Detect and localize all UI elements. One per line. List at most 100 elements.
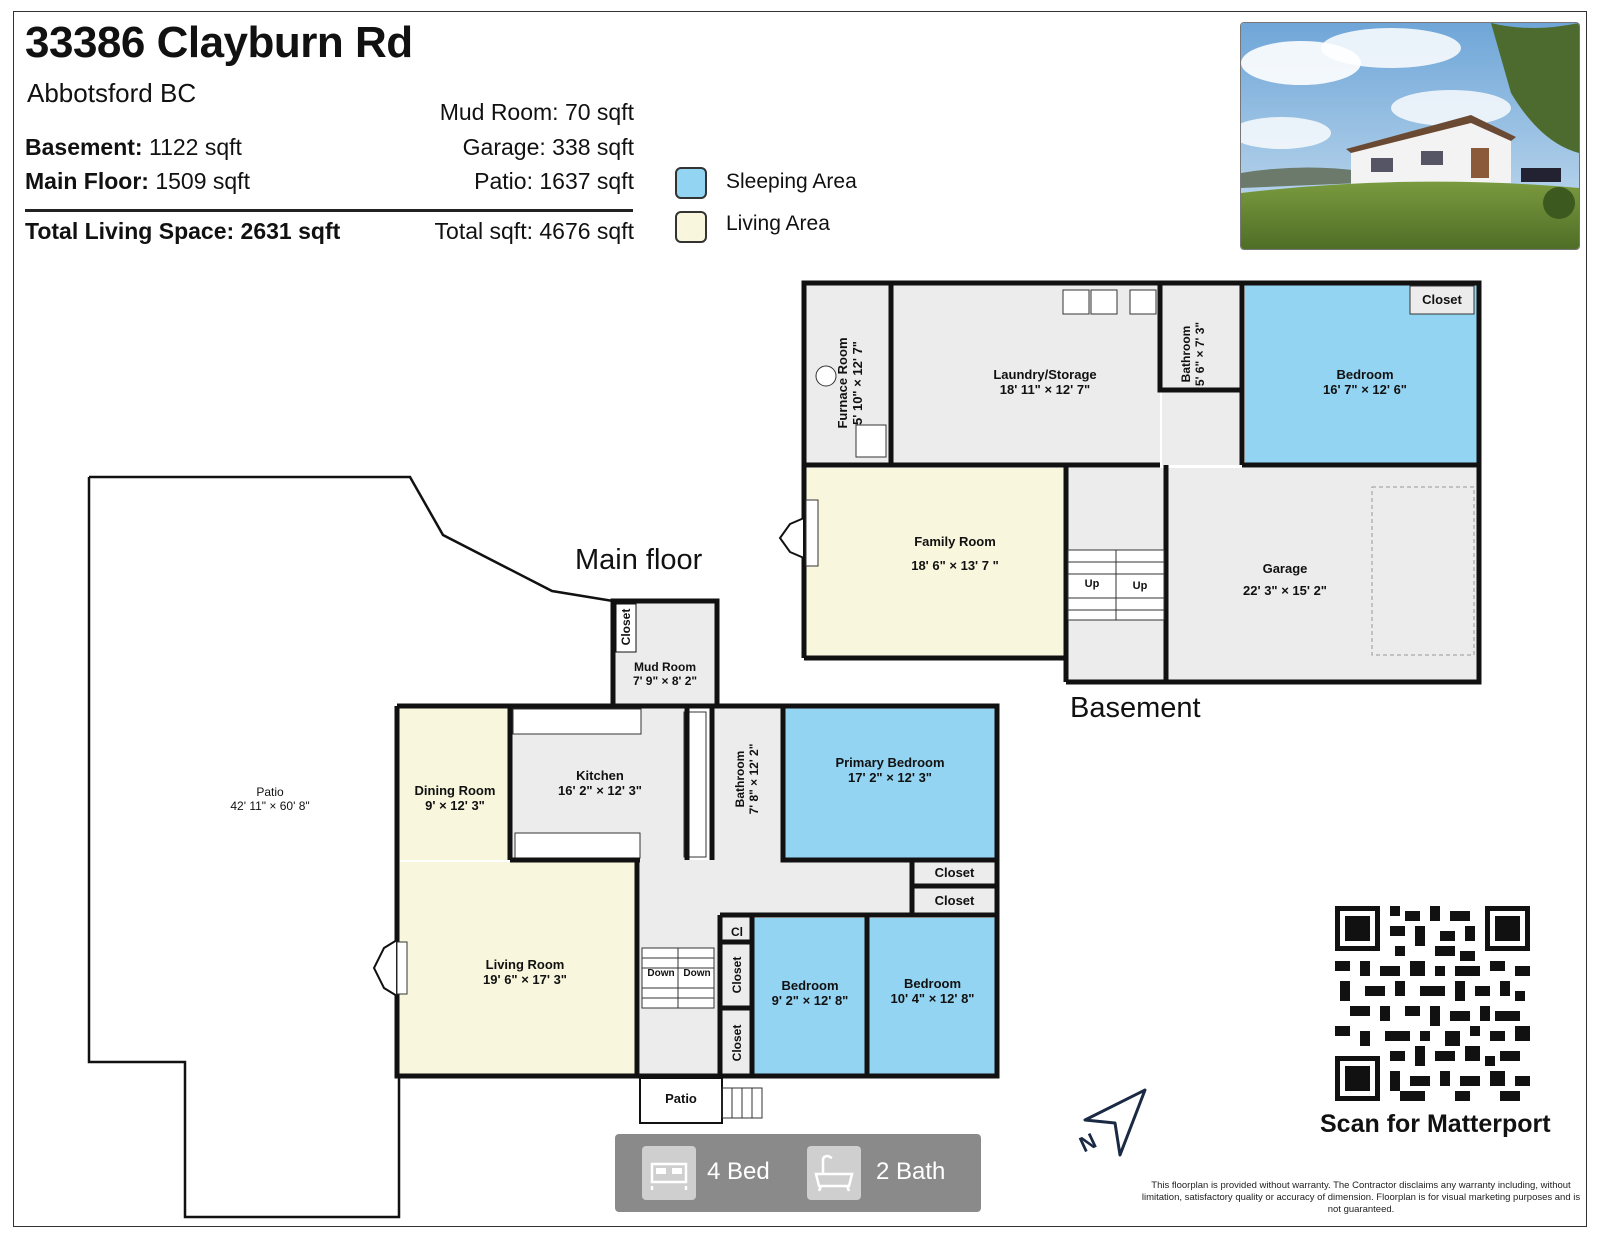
family-dim: 18' 6" × 13' 7 " <box>911 558 999 573</box>
label-stairs-down-1: Down <box>647 968 675 979</box>
garage-stat: Garage: 338 sqft <box>462 134 634 160</box>
room-family <box>806 468 1064 656</box>
label-dining: Dining Room 9' × 12' 3" <box>405 783 505 813</box>
total-living-stat: Total Living Space: 2631 sqft <box>25 218 340 245</box>
patio-outline-side <box>87 477 401 1219</box>
label-furnace: Furnace Room 5' 10" × 12' 7" <box>835 313 865 453</box>
fireplace-basement <box>778 516 805 560</box>
bedroom-basement-name: Bedroom <box>1336 367 1394 382</box>
room-bathroom-main <box>714 708 781 860</box>
stairs-basement <box>1067 549 1165 621</box>
patio-outdoor-dim: 42' 11" × 60' 8" <box>230 799 310 813</box>
beds-count: 4 Bed <box>707 1158 770 1185</box>
label-bedroom-basement: Bedroom 16' 7" × 12' 6" <box>1305 367 1425 397</box>
furnace-dim: 5' 10" × 12' 7" <box>850 341 865 425</box>
kitchen-counter-bottom <box>514 832 641 859</box>
basement-walls <box>801 280 1482 685</box>
garage-door-outline <box>1371 486 1475 656</box>
room-dining <box>399 708 510 860</box>
label-stairs-up-1: Up <box>1084 578 1100 590</box>
room-garage <box>1168 468 1477 680</box>
bed-bath-badge: 4 Bed 2 Bath <box>615 1134 981 1212</box>
room-closet-2 <box>914 888 995 913</box>
garage-dim: 22' 3" × 15' 2" <box>1243 583 1327 598</box>
kitchen-name: Kitchen <box>576 768 624 783</box>
city-label: Abbotsford BC <box>27 78 197 108</box>
dining-dim: 9' × 12' 3" <box>425 798 485 813</box>
label-bedroom-3: Bedroom 10' 4" × 12' 8" <box>875 976 990 1006</box>
bathroom-main-name: Bathroom <box>733 750 747 808</box>
kitchen-counter-top <box>512 708 642 735</box>
mud-room-stat: Mud Room: 70 sqft <box>439 99 634 125</box>
stats-divider <box>25 209 633 212</box>
baths-count: 2 Bath <box>876 1158 946 1185</box>
total-living-stat-label: Total Living Space: <box>25 218 235 244</box>
label-stairs-down-2: Down <box>683 968 711 979</box>
laundry-name: Laundry/Storage <box>993 367 1097 382</box>
hearth-basement <box>805 499 819 567</box>
patio-stat: Patio: 1637 sqft <box>474 168 634 194</box>
bedroom-2-dim: 9' 2" × 12' 8" <box>771 993 849 1008</box>
disclaimer: This floorplan is provided without warra… <box>1141 1180 1581 1215</box>
label-cl-small: Cl <box>731 925 743 939</box>
bed-icon <box>642 1146 696 1200</box>
label-patio-small: Patio <box>665 1091 697 1106</box>
total-living-stat-value: 2631 sqft <box>240 218 341 244</box>
room-laundry <box>893 285 1160 463</box>
hall-basement-top <box>1162 392 1242 465</box>
bedroom-3-name: Bedroom <box>903 976 962 991</box>
label-closet-v2: Closet <box>730 1024 744 1062</box>
room-closet-1 <box>914 860 995 885</box>
label-closet-v1: Closet <box>730 956 744 994</box>
fireplace-main <box>372 938 398 998</box>
room-bathroom-basement <box>1162 285 1242 390</box>
label-bathroom-basement: Bathroom 5' 6" × 7' 3" <box>1179 309 1207 399</box>
primary-bedroom-name: Primary Bedroom <box>835 755 945 770</box>
basement-stat-value: 1122 sqft <box>149 134 242 160</box>
room-bedroom-basement <box>1245 285 1477 465</box>
label-closet-basement: Closet <box>1422 292 1462 307</box>
bedroom-3-dim: 10' 4" × 12' 8" <box>890 991 975 1006</box>
room-living <box>399 862 637 1074</box>
legend-living-swatch <box>675 211 707 243</box>
bedroom-2-name: Bedroom <box>781 978 839 993</box>
legend-sleeping-swatch <box>675 167 707 199</box>
page-frame <box>13 11 1587 1227</box>
house-photo-illustration <box>1241 23 1579 249</box>
room-bedroom-3 <box>869 918 995 1074</box>
patio-outdoor-name: Patio <box>256 785 284 799</box>
bathroom-main-dim: 7' 8" × 12' 2" <box>747 743 761 815</box>
basement-label: Basement <box>1070 692 1201 724</box>
laundry-dim: 18' 11" × 12' 7" <box>999 382 1091 397</box>
label-garage: Garage 22' 3" × 15' 2" <box>1225 558 1345 602</box>
main-floor-stat: Main Floor: 1509 sqft <box>25 168 250 195</box>
label-closet-2: Closet <box>934 893 975 908</box>
patio-outline-top <box>89 475 614 603</box>
main-floor-stat-label: Main Floor: <box>25 168 149 194</box>
qr-caption: Scan for Matterport <box>1320 1110 1551 1138</box>
address-title: 33386 Clayburn Rd <box>25 18 413 67</box>
main-floor-stat-value: 1509 sqft <box>155 168 250 194</box>
bedroom-basement-dim: 16' 7" × 12' 6" <box>1323 382 1407 397</box>
house-photo <box>1240 22 1580 250</box>
room-mud-closet <box>615 603 637 653</box>
label-mud-room: Mud Room 7' 9" × 8' 2" <box>622 660 708 688</box>
room-primary-bedroom <box>785 708 995 860</box>
stairs-main <box>641 947 715 1009</box>
label-stairs-up-2: Up <box>1132 580 1148 592</box>
room-bedroom-2 <box>753 918 866 1074</box>
legend-sleeping-label: Sleeping Area <box>726 170 857 193</box>
label-living: Living Room 19' 6" × 17' 3" <box>470 957 580 987</box>
label-kitchen: Kitchen 16' 2" × 12' 3" <box>545 768 655 798</box>
label-bedroom-2: Bedroom 9' 2" × 12' 8" <box>760 978 860 1008</box>
label-laundry: Laundry/Storage 18' 11" × 12' 7" <box>975 367 1115 397</box>
laundry-appliances <box>855 289 1157 458</box>
primary-bedroom-dim: 17' 2" × 12' 3" <box>848 770 932 785</box>
legend-living-label: Living Area <box>726 212 830 235</box>
bathroom-basement-dim: 5' 6" × 7' 3" <box>1193 321 1207 387</box>
mud-room-name: Mud Room <box>634 660 696 674</box>
label-patio-outdoor: Patio 42' 11" × 60' 8" <box>200 785 340 813</box>
dining-name: Dining Room <box>414 783 496 798</box>
patio-steps <box>721 1087 763 1119</box>
